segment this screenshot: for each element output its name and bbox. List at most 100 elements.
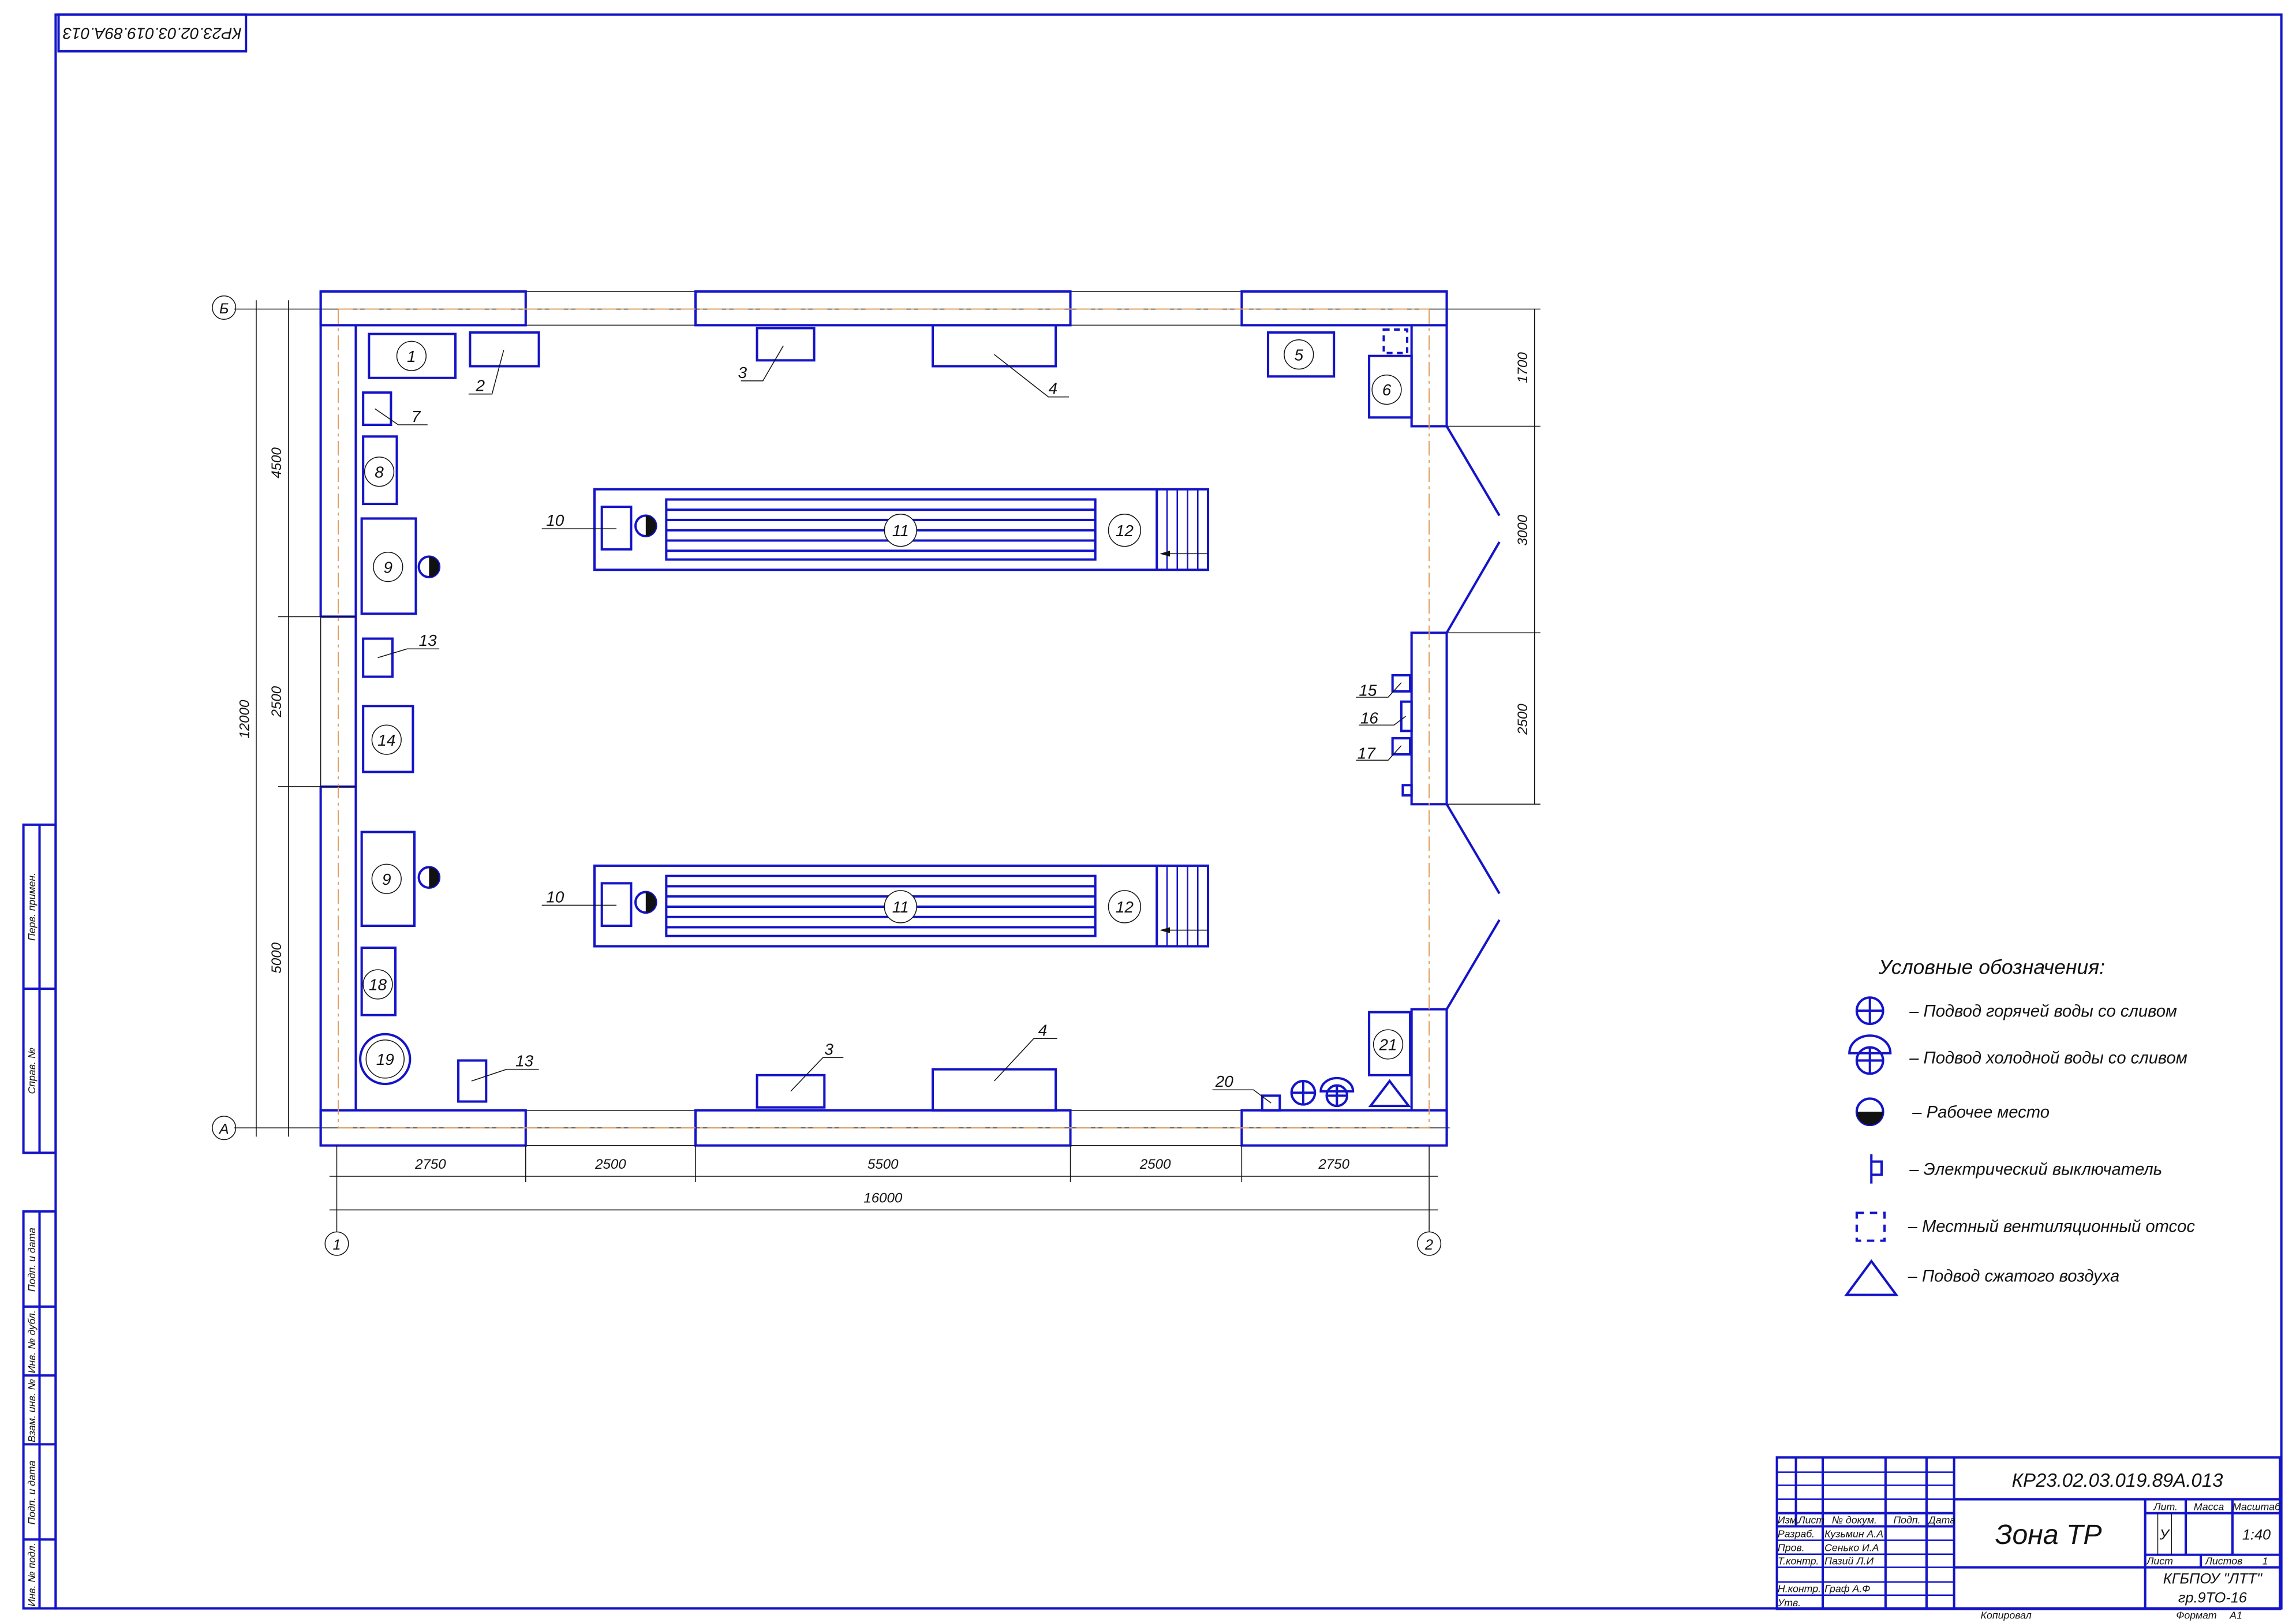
- equipment-6[interactable]: 6: [1368, 354, 1413, 419]
- equipment-8[interactable]: 8: [362, 435, 398, 506]
- svg-text:7: 7: [412, 407, 421, 425]
- equipment-10[interactable]: [600, 506, 633, 551]
- walls: [319, 290, 1501, 1147]
- svg-text:4500: 4500: [269, 447, 285, 478]
- equipment-7[interactable]: 7: [362, 391, 428, 427]
- equipment-1[interactable]: 1: [368, 332, 457, 379]
- svg-text:Лит.: Лит.: [2153, 1501, 2178, 1513]
- ventilation-icon: [1855, 1211, 1886, 1242]
- equipment-9-top[interactable]: 9: [360, 517, 417, 615]
- equipment-17[interactable]: 17: [1356, 737, 1412, 762]
- svg-text:Копировал: Копировал: [1981, 1609, 2032, 1621]
- svg-text:КГБПОУ "ЛТТ": КГБПОУ "ЛТТ": [2163, 1570, 2263, 1587]
- electric-switch-icon: [1870, 1154, 1883, 1184]
- equipment-18[interactable]: 18: [360, 946, 397, 1016]
- svg-text:А1: А1: [2229, 1609, 2242, 1621]
- svg-text:Б: Б: [219, 301, 229, 317]
- equipment-3-top[interactable]: 3: [738, 327, 816, 382]
- cold-water-icon: [1848, 1034, 1892, 1075]
- svg-text:2500: 2500: [269, 686, 285, 717]
- svg-text:3000: 3000: [1515, 514, 1531, 545]
- svg-text:2750: 2750: [414, 1157, 446, 1172]
- lift-post-top[interactable]: 10 11 12: [541, 488, 1210, 571]
- compressed-air-icon: [1844, 1259, 1899, 1296]
- svg-text:3: 3: [824, 1040, 833, 1058]
- equipment-12[interactable]: 12: [1108, 514, 1142, 547]
- lift-ramp: [1156, 865, 1209, 947]
- svg-text:12: 12: [1116, 898, 1134, 916]
- equipment-13-bottom[interactable]: 13: [457, 1052, 539, 1103]
- axis-marker-1: 1: [324, 1145, 349, 1256]
- equipment-14[interactable]: 14: [362, 705, 414, 773]
- legend-item: – Подвод горячей воды со сливом: [1909, 1002, 2177, 1020]
- equipment-20[interactable]: 20: [1212, 1072, 1281, 1112]
- workplace-icon: [417, 866, 441, 889]
- legend-item: – Подвод сжатого воздуха: [1908, 1267, 2120, 1286]
- axis-marker-2: 2: [1417, 1145, 1442, 1256]
- label-10: 10: [546, 511, 564, 529]
- side-stamp-label: Инв. № дубл.: [26, 1310, 38, 1373]
- title-block: КР23.02.03.019.89А.013 Зона ТР Изм. Лист…: [1775, 1456, 2282, 1621]
- svg-text:16: 16: [1360, 709, 1379, 727]
- equipment-4-bottom[interactable]: 4: [932, 1021, 1057, 1112]
- svg-text:Сенько И.А: Сенько И.А: [1824, 1542, 1879, 1554]
- svg-text:4: 4: [1038, 1021, 1048, 1039]
- side-stamp-label: Подп. и дата: [26, 1460, 38, 1524]
- drawing-designation: КР23.02.03.019.89А.013: [2012, 1469, 2224, 1491]
- equipment-2[interactable]: 2: [468, 331, 540, 395]
- equipment-4-top[interactable]: 4: [932, 324, 1070, 398]
- gate-leaf: [1445, 425, 1501, 517]
- side-stamp-label: Взам. инв. №: [26, 1379, 38, 1442]
- equipment-5[interactable]: 5: [1267, 331, 1336, 378]
- svg-text:15: 15: [1359, 682, 1377, 700]
- dimensions-right: 1700 3000 2500: [1515, 309, 1535, 805]
- compressed-air-icon: [1368, 1079, 1411, 1108]
- svg-text:5500: 5500: [867, 1157, 899, 1172]
- svg-text:Т.контр.: Т.контр.: [1778, 1555, 1819, 1566]
- hot-water-icon: [1290, 1079, 1317, 1106]
- gate-leaf: [1445, 541, 1501, 634]
- side-stamp-label: Инв. № подл.: [26, 1543, 38, 1606]
- equipment-11-lift[interactable]: 11: [665, 498, 1097, 561]
- svg-text:2: 2: [1424, 1237, 1433, 1253]
- svg-text:Масса: Масса: [2194, 1501, 2224, 1513]
- equipment-9-bottom[interactable]: 9: [360, 831, 416, 927]
- equipment-13-top[interactable]: 13: [362, 631, 440, 678]
- svg-text:Изм.: Изм.: [1778, 1514, 1800, 1525]
- svg-text:Масштаб: Масштаб: [2233, 1501, 2281, 1513]
- svg-text:Утв.: Утв.: [1777, 1597, 1801, 1609]
- equipment-15[interactable]: 15: [1356, 674, 1412, 700]
- legend-item: – Местный вентиляционный отсос: [1908, 1217, 2196, 1236]
- svg-text:20: 20: [1215, 1072, 1234, 1090]
- svg-text:1700: 1700: [1515, 352, 1531, 383]
- equipment-19[interactable]: 19: [359, 1033, 412, 1086]
- lift-post-bottom[interactable]: 10 11 12: [541, 864, 1210, 948]
- svg-text:Граф А.Ф: Граф А.Ф: [1824, 1583, 1870, 1595]
- svg-text:21: 21: [1379, 1036, 1397, 1054]
- svg-text:13: 13: [515, 1052, 534, 1070]
- lift-ramp: [1156, 489, 1209, 570]
- svg-text:Н.контр.: Н.контр.: [1778, 1583, 1821, 1595]
- svg-text:2500: 2500: [594, 1157, 626, 1172]
- legend-title: Условные обозначения:: [1878, 956, 2105, 979]
- equipment-3-bottom[interactable]: 3: [756, 1040, 844, 1109]
- dimensions-left: 12000 4500 2500 5000: [237, 300, 356, 1137]
- svg-text:Лист: Лист: [2146, 1555, 2173, 1566]
- drawing-name: Зона ТР: [1995, 1519, 2102, 1550]
- legend-item: – Электрический выключатель: [1909, 1160, 2162, 1179]
- axis-marker-b: Б: [212, 295, 237, 320]
- equipment-21[interactable]: 21: [1368, 1011, 1412, 1076]
- equipment-10[interactable]: [600, 882, 633, 927]
- workplace-icon: [634, 514, 657, 537]
- svg-text:2750: 2750: [1318, 1157, 1349, 1172]
- svg-text:Дата: Дата: [1927, 1514, 1955, 1525]
- svg-text:18: 18: [369, 976, 387, 994]
- equipment-11-lift[interactable]: 11: [665, 874, 1097, 937]
- equipment-12[interactable]: 12: [1108, 890, 1142, 923]
- dimensions-bottom: 2750 2500 5500 2500 2750 16000: [329, 1145, 1438, 1211]
- side-stamp: Перв. примен. Справ. № Подп. и дата Инв.…: [22, 823, 57, 1610]
- equipment-16[interactable]: 16: [1359, 700, 1413, 732]
- svg-text:17: 17: [1358, 745, 1377, 762]
- svg-text:6: 6: [1382, 381, 1392, 399]
